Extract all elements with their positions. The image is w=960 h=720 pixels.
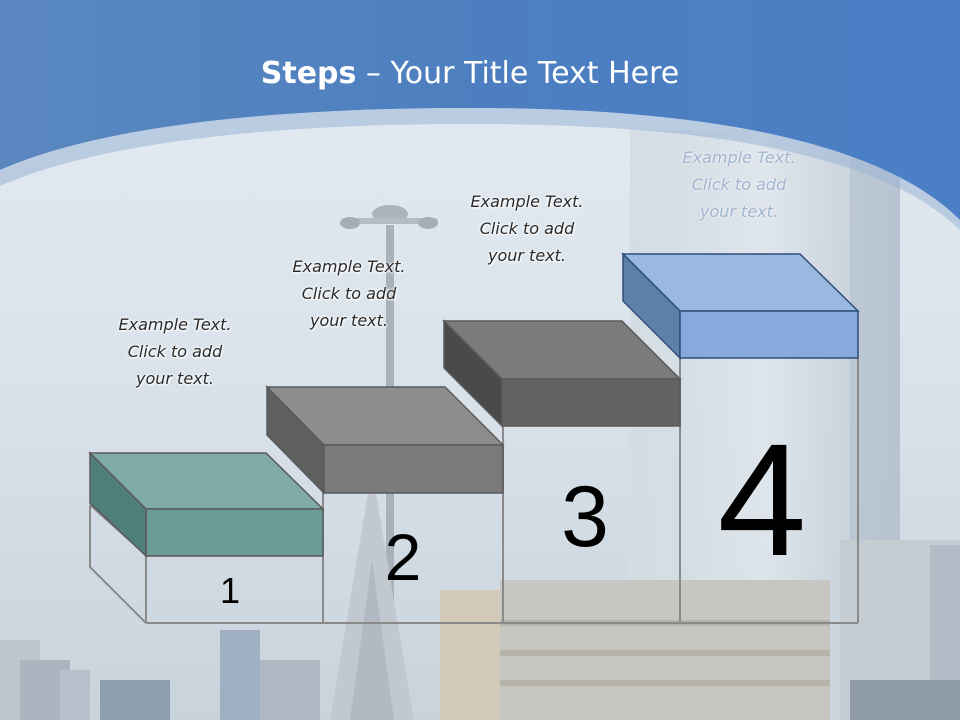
step-2-caption[interactable]: Example Text. Click to add your text.: [264, 253, 434, 334]
step-4-caption-line1: Example Text.: [682, 148, 796, 167]
step-4-caption[interactable]: Example Text. Click to add your text.: [654, 144, 824, 225]
step-3-block[interactable]: [442, 319, 682, 428]
step-1-block[interactable]: [88, 451, 325, 558]
step-3-caption-line1: Example Text.: [470, 192, 584, 211]
step-3-caption-line3: your text.: [487, 246, 566, 265]
slide-title[interactable]: Steps – Your Title Text Here: [0, 56, 940, 91]
step-2-number: 2: [384, 520, 422, 594]
step-4-caption-line2: Click to add: [691, 175, 787, 194]
step-1-caption-line3: your text.: [135, 369, 214, 388]
step-4-block[interactable]: [621, 252, 860, 360]
step-2-caption-line1: Example Text.: [292, 257, 406, 276]
step-2-caption-line2: Click to add: [301, 284, 397, 303]
step-3-number: 3: [561, 469, 609, 565]
step-1-caption[interactable]: Example Text. Click to add your text.: [90, 311, 260, 392]
step-1-caption-line1: Example Text.: [118, 315, 232, 334]
title-rest: – Your Title Text Here: [356, 56, 680, 91]
step-2-block[interactable]: [265, 385, 505, 495]
step-2-caption-line3: your text.: [309, 311, 388, 330]
step-4-caption-line3: your text.: [699, 202, 778, 221]
step-1-caption-line2: Click to add: [127, 342, 223, 361]
step-3-caption-line2: Click to add: [479, 219, 575, 238]
step-1-number: 1: [219, 570, 241, 611]
step-3-caption[interactable]: Example Text. Click to add your text.: [442, 188, 612, 269]
step-4-number: 4: [717, 410, 807, 589]
title-bold: Steps: [260, 56, 357, 91]
